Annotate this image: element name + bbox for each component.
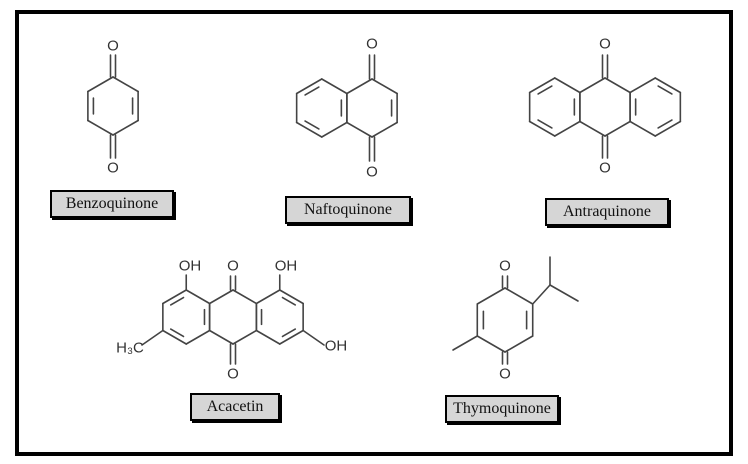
bond: [537, 119, 553, 129]
bond: [162, 289, 188, 305]
bond: [304, 120, 320, 130]
bond: [657, 85, 673, 95]
bond: [185, 289, 211, 305]
bond: [579, 77, 606, 94]
bond: [232, 329, 258, 345]
bond: [278, 329, 304, 345]
atom-label: OH: [179, 258, 202, 275]
bond: [504, 287, 534, 305]
bond: [476, 287, 506, 305]
bond: [346, 78, 373, 95]
compound-label-benzoquinone: Benzoquinone: [50, 190, 174, 218]
compound-label-antraquinone: Antraquinone: [545, 198, 669, 226]
bond: [476, 335, 506, 353]
bond: [169, 296, 185, 306]
bond: [208, 329, 234, 345]
bond: [208, 289, 234, 305]
bond: [278, 289, 304, 305]
bond: [281, 328, 297, 338]
bond: [629, 120, 657, 137]
bond: [537, 85, 553, 95]
bond: [553, 120, 581, 137]
bond: [629, 77, 657, 94]
bond: [295, 121, 323, 138]
bond: [371, 78, 398, 95]
bond: [604, 77, 631, 94]
atom-label: O: [227, 258, 239, 275]
bond: [504, 335, 534, 353]
bond: [553, 77, 581, 94]
bond: [528, 120, 556, 137]
bond: [320, 121, 348, 138]
bond: [304, 86, 320, 96]
bond: [295, 78, 323, 95]
bond: [112, 76, 139, 93]
bond: [255, 289, 281, 305]
bond: [302, 329, 325, 346]
bond: [528, 77, 556, 94]
atom-label: O: [599, 36, 611, 53]
bond: [87, 119, 114, 136]
atom-label: OH: [325, 338, 348, 355]
bond: [657, 119, 673, 129]
bond: [346, 121, 373, 138]
atom-label: OH: [275, 258, 298, 275]
bond: [371, 121, 398, 138]
atom-label: O: [499, 258, 511, 275]
bond: [654, 77, 682, 94]
bond: [604, 120, 631, 137]
atom-label: O: [107, 38, 119, 55]
bond: [281, 296, 297, 306]
atom-label: O: [499, 366, 511, 383]
bond: [320, 78, 348, 95]
atom-label: O: [599, 160, 611, 177]
figure-frame: [15, 10, 733, 456]
compound-label-naftoquinone: Naftoquinone: [285, 196, 411, 224]
bond: [255, 329, 281, 345]
bond: [169, 328, 185, 338]
atom-label: O: [366, 36, 378, 53]
atom-label: H₃C: [116, 340, 144, 357]
bond: [87, 76, 114, 93]
bond: [549, 284, 579, 302]
compound-label-acacetin: Acacetin: [190, 393, 280, 421]
bond: [531, 284, 551, 305]
atom-label: O: [366, 164, 378, 181]
bond: [185, 329, 211, 345]
bond: [579, 120, 606, 137]
bond: [232, 289, 258, 305]
bond: [112, 119, 139, 136]
bond: [452, 335, 479, 351]
atom-label: O: [227, 366, 239, 383]
atom-label: O: [107, 160, 119, 177]
bond: [141, 329, 164, 346]
bond: [162, 329, 188, 345]
compound-label-thymoquinone: Thymoquinone: [445, 395, 559, 423]
bond: [654, 120, 682, 137]
